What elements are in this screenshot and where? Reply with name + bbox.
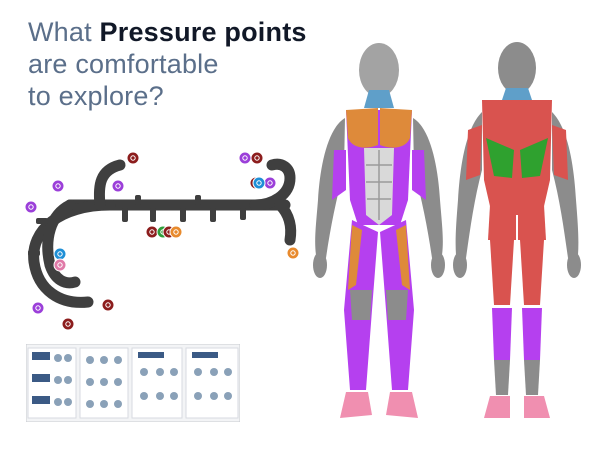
tool-knob [250, 151, 264, 165]
back-left-lat [486, 138, 514, 178]
tool-knob [61, 317, 75, 331]
tool-knob-ring [35, 305, 41, 311]
tool-knob-ring [57, 262, 63, 268]
tool-nubs [28, 195, 246, 256]
anatomy-back-figure [453, 42, 581, 418]
back-right-lat [520, 138, 548, 178]
front-right-knee [386, 290, 408, 320]
back-right-calf [522, 308, 542, 360]
back-left-calf [492, 308, 512, 360]
back-left-hand [453, 252, 467, 278]
tool-knob-ring [57, 251, 63, 257]
tool-knob [53, 258, 67, 272]
front-head [359, 43, 399, 97]
back-right-triceps [552, 125, 568, 180]
tool-knobs [24, 151, 300, 331]
front-right-thigh [396, 225, 410, 290]
tool-knob [169, 225, 183, 239]
front-left-hand [313, 252, 327, 278]
booklet-figures [54, 354, 232, 408]
front-left-forearm [332, 150, 346, 200]
headline-emphasis: Pressure points [99, 17, 307, 47]
tool-knob-ring [105, 302, 111, 308]
back-right-glute [518, 205, 546, 240]
tool-knob-ring [173, 229, 179, 235]
tool-knob-ring [28, 204, 34, 210]
tool-knob-ring [267, 180, 273, 186]
tool-knob [31, 301, 45, 315]
back-right-hamstring [520, 240, 544, 305]
tool-knob-ring [290, 250, 296, 256]
massage-hook-tool-icon [24, 151, 300, 331]
headline-prefix: What [28, 17, 100, 47]
tool-knob-ring [149, 229, 155, 235]
headline-line-3: to explore? [28, 81, 164, 111]
front-right-forearm [412, 150, 426, 200]
tool-knob [286, 246, 300, 260]
front-left-thigh [348, 225, 362, 290]
front-left-foot [340, 392, 372, 418]
tool-knob [252, 176, 266, 190]
back-neck [502, 88, 532, 100]
front-left-knee [350, 290, 372, 320]
tool-knob-ring [115, 183, 121, 189]
back-left-foot [484, 396, 510, 418]
front-left-chest [346, 108, 378, 148]
front-right-foot [386, 392, 418, 418]
back-left-shin [494, 360, 510, 395]
tool-knob-ring [256, 180, 262, 186]
back-right-foot [524, 396, 550, 418]
back-head [498, 42, 536, 94]
headline: What Pressure points are comfortable to … [28, 16, 348, 112]
headline-line-1: What Pressure points [28, 16, 348, 48]
instruction-booklet-icon [26, 344, 240, 422]
tool-knob-ring [254, 155, 260, 161]
back-right-hand [567, 252, 581, 278]
tool-knob-ring [242, 155, 248, 161]
tool-knob [24, 200, 38, 214]
tool-knob [111, 179, 125, 193]
front-right-hand [431, 252, 445, 278]
tool-knob-ring [130, 155, 136, 161]
tool-knob-ring [65, 321, 71, 327]
headline-line-2: are comfortable [28, 49, 219, 79]
tool-knob [51, 179, 65, 193]
tool-body [28, 158, 297, 308]
back-torso [482, 100, 552, 215]
tool-knob-ring [55, 183, 61, 189]
tool-knob [101, 298, 115, 312]
front-right-chest [380, 108, 412, 148]
anatomy-front-figure [313, 43, 445, 418]
back-left-triceps [466, 125, 482, 180]
back-left-hamstring [490, 240, 514, 305]
tool-knob [126, 151, 140, 165]
back-left-glute [488, 205, 516, 240]
back-right-shin [524, 360, 540, 395]
front-abs-lines [366, 150, 392, 220]
front-neck [364, 90, 394, 108]
